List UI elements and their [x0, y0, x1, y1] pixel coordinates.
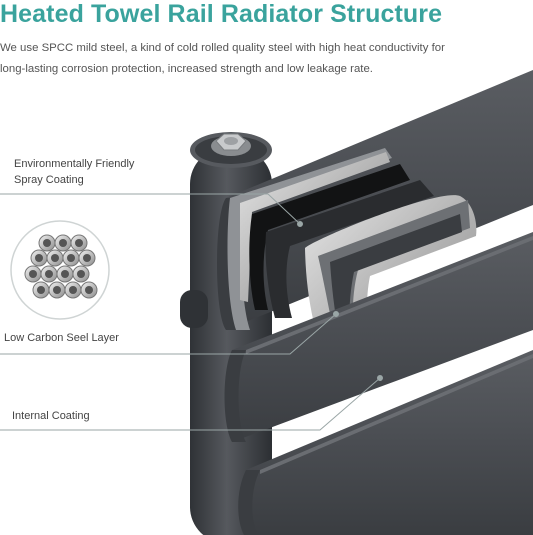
- label-spray-coating-line-1: Environmentally Friendly: [14, 158, 135, 170]
- middle-bar: [224, 232, 533, 442]
- steel-pipes-icon: [10, 220, 110, 320]
- label-spray-coating: Environmentally Friendly Spray Coating: [14, 156, 134, 188]
- label-spray-coating-line-2: Spray Coating: [14, 174, 84, 186]
- leader-lines: [0, 193, 383, 431]
- page-title: Heated Towel Rail Radiator Structure: [0, 0, 443, 28]
- label-carbon-steel: Low Carbon Seel Layer: [4, 332, 119, 344]
- description-line-2: long-lasting corrosion protection, incre…: [0, 63, 373, 75]
- description-line-1: We use SPCC mild steel, a kind of cold r…: [0, 42, 445, 54]
- description: We use SPCC mild steel, a kind of cold r…: [0, 38, 520, 80]
- bottom-bar: [238, 350, 533, 535]
- label-internal-coating: Internal Coating: [12, 410, 90, 422]
